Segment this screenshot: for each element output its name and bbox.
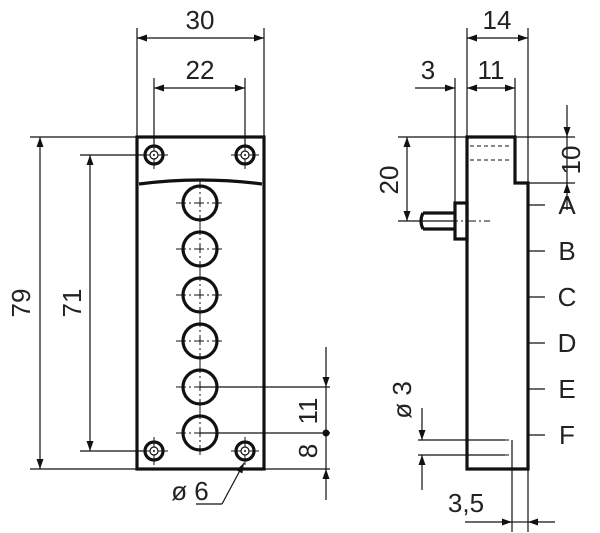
shaft-offset-label: 3: [421, 55, 435, 85]
overall-depth-label: 14: [483, 5, 512, 35]
button-hole: [176, 317, 224, 365]
position-mark-c: C: [528, 282, 576, 312]
dim-pin-diameter: ø 3: [387, 381, 505, 490]
position-mark-b: B: [528, 236, 576, 266]
position-label: F: [559, 420, 575, 450]
button-hole: [176, 271, 224, 319]
hole-diameter-label: ø 6: [171, 476, 209, 506]
position-mark-e: E: [528, 374, 576, 404]
position-label: C: [558, 282, 577, 312]
edge-offset-label: 8: [293, 444, 323, 458]
dim-overall-depth: 14: [466, 5, 529, 183]
position-label: D: [558, 328, 577, 358]
dim-shaft-height: 20: [374, 136, 467, 222]
dim-step: 10: [515, 105, 586, 210]
position-label: B: [558, 236, 575, 266]
hole-spacing-width-label: 22: [186, 55, 215, 85]
dim-overall-height: 79: [6, 136, 137, 470]
pin-diameter-label: ø 3: [387, 381, 417, 419]
position-mark-f: F: [528, 420, 575, 450]
hole-spacing-height-label: 71: [57, 289, 87, 318]
dim-pin-offset: 3,5: [448, 440, 555, 532]
dim-hole-spacing-width: 22: [153, 55, 246, 146]
dim-hole-spacing-height: 71: [57, 154, 146, 452]
front-body-outline: [135, 135, 266, 471]
overall-width-label: 30: [186, 5, 215, 35]
button-holes: [176, 179, 224, 457]
side-body-outline: [465, 135, 530, 471]
mounting-hole-bottom-right: [231, 437, 259, 465]
position-label: E: [558, 374, 575, 404]
dim-shaft-offset: 3 11: [415, 55, 516, 203]
front-view: 30 22 79 71: [6, 5, 330, 506]
body-depth-label: 11: [478, 55, 505, 85]
step-label: 10: [556, 146, 586, 175]
dim-pitch: 11 8: [200, 347, 330, 500]
position-mark-d: D: [528, 328, 576, 358]
pitch-label: 11: [293, 398, 323, 425]
pin-offset-label: 3,5: [448, 488, 484, 518]
button-hole: [176, 225, 224, 273]
dim-hole-diameter: ø 6: [171, 462, 245, 506]
dim-overall-width: 30: [136, 5, 265, 137]
position-mark-a: A: [528, 190, 576, 220]
shaft-height-label: 20: [374, 166, 404, 195]
overall-height-label: 79: [6, 289, 36, 318]
button-hole: [176, 179, 224, 227]
